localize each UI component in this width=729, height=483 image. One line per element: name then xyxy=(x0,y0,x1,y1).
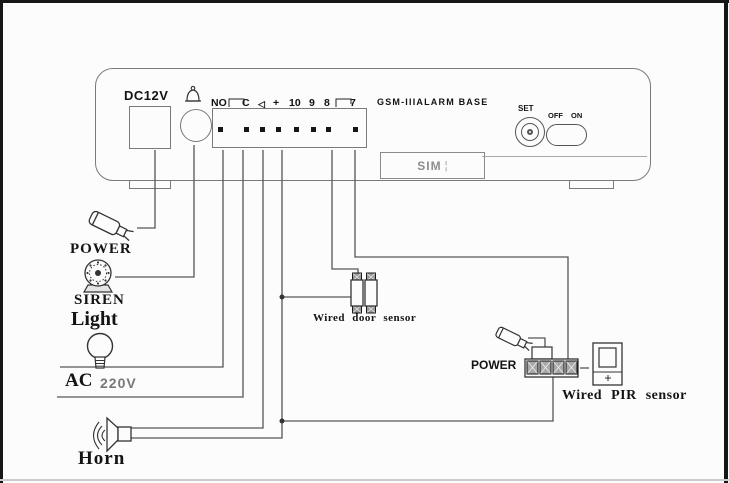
terminal-label-9: 9 xyxy=(309,97,315,109)
wire-dc-to-power xyxy=(137,150,156,229)
door-sensor-label: Wired door sensor xyxy=(313,312,417,324)
siren-output-connector xyxy=(180,109,212,142)
bottom-border xyxy=(0,479,729,481)
wire-c-to-ac xyxy=(57,150,244,398)
siren-label: SIREN xyxy=(74,292,125,308)
on-label: ON xyxy=(571,111,583,120)
terminal-label-8: 8 xyxy=(324,97,330,109)
terminal-screw xyxy=(311,127,316,132)
pir-power-adapter-icon xyxy=(495,326,533,351)
base-foot-left xyxy=(129,180,171,189)
base-foot-right xyxy=(569,180,614,189)
pir-sensor-icon xyxy=(592,342,623,386)
siren-icon xyxy=(82,259,114,293)
ac-voltage-label: 220V xyxy=(100,375,137,391)
wire-no-to-light xyxy=(60,150,224,368)
junction-dot xyxy=(279,294,285,300)
horn-icon xyxy=(92,416,132,453)
pir-power-label: POWER xyxy=(471,358,517,372)
terminal-label-c: C xyxy=(242,97,250,109)
set-button[interactable] xyxy=(515,117,545,147)
wire-pir-power xyxy=(528,337,546,348)
set-button-center xyxy=(527,129,533,135)
wire-7-to-pir xyxy=(354,150,569,361)
dc-power-jack xyxy=(129,106,171,149)
terminal-label-10: 10 xyxy=(289,97,301,109)
sim-label: SIM xyxy=(417,158,442,173)
wire-plus-to-horn xyxy=(131,150,283,439)
sim-card-mark: ¦ xyxy=(444,159,448,172)
power-switch[interactable] xyxy=(546,124,587,146)
top-border xyxy=(0,0,729,3)
wire-8-to-door-sensor xyxy=(331,150,359,274)
wire-branch-pir xyxy=(282,375,554,422)
off-label: OFF xyxy=(548,111,563,120)
door-sensor-icon xyxy=(350,272,378,314)
model-label: GSM-IIIALARM BASE xyxy=(377,97,489,107)
terminal-label-plus: + xyxy=(273,97,280,109)
terminal-block xyxy=(212,108,367,148)
left-border xyxy=(0,0,3,483)
power-adapter-icon xyxy=(88,210,134,242)
terminal-bracket-7 xyxy=(335,98,352,107)
dc12v-label: DC12V xyxy=(124,88,169,103)
terminal-bracket-no xyxy=(228,98,245,107)
terminal-screw xyxy=(276,127,281,132)
terminal-label-speaker-icon: ◁ xyxy=(258,99,265,109)
ac-label: AC xyxy=(65,370,93,391)
terminal-screw xyxy=(353,127,358,132)
terminal-screw xyxy=(326,127,331,132)
wire-to-siren xyxy=(115,145,195,278)
terminal-screw xyxy=(260,127,265,132)
wire-spk-to-horn xyxy=(131,150,264,429)
pir-sensor-label: Wired PIR sensor xyxy=(562,388,687,403)
bell-icon xyxy=(185,85,201,102)
set-button-ring xyxy=(521,123,539,141)
terminal-label-7: 7 xyxy=(350,97,356,109)
right-border xyxy=(724,0,728,483)
terminal-label-no: NO xyxy=(211,97,227,109)
pir-terminal-strip xyxy=(524,346,579,378)
power-label: POWER xyxy=(70,241,132,257)
light-label: Light xyxy=(71,308,118,330)
terminal-screw xyxy=(294,127,299,132)
junction-dot xyxy=(279,418,285,424)
light-bulb-icon xyxy=(86,332,114,369)
horn-label: Horn xyxy=(78,448,126,469)
terminal-screw xyxy=(244,127,249,132)
panel-seam xyxy=(482,156,647,157)
set-label: SET xyxy=(518,104,534,113)
sim-slot[interactable]: SIM ¦ xyxy=(380,152,485,179)
terminal-screw xyxy=(218,127,223,132)
